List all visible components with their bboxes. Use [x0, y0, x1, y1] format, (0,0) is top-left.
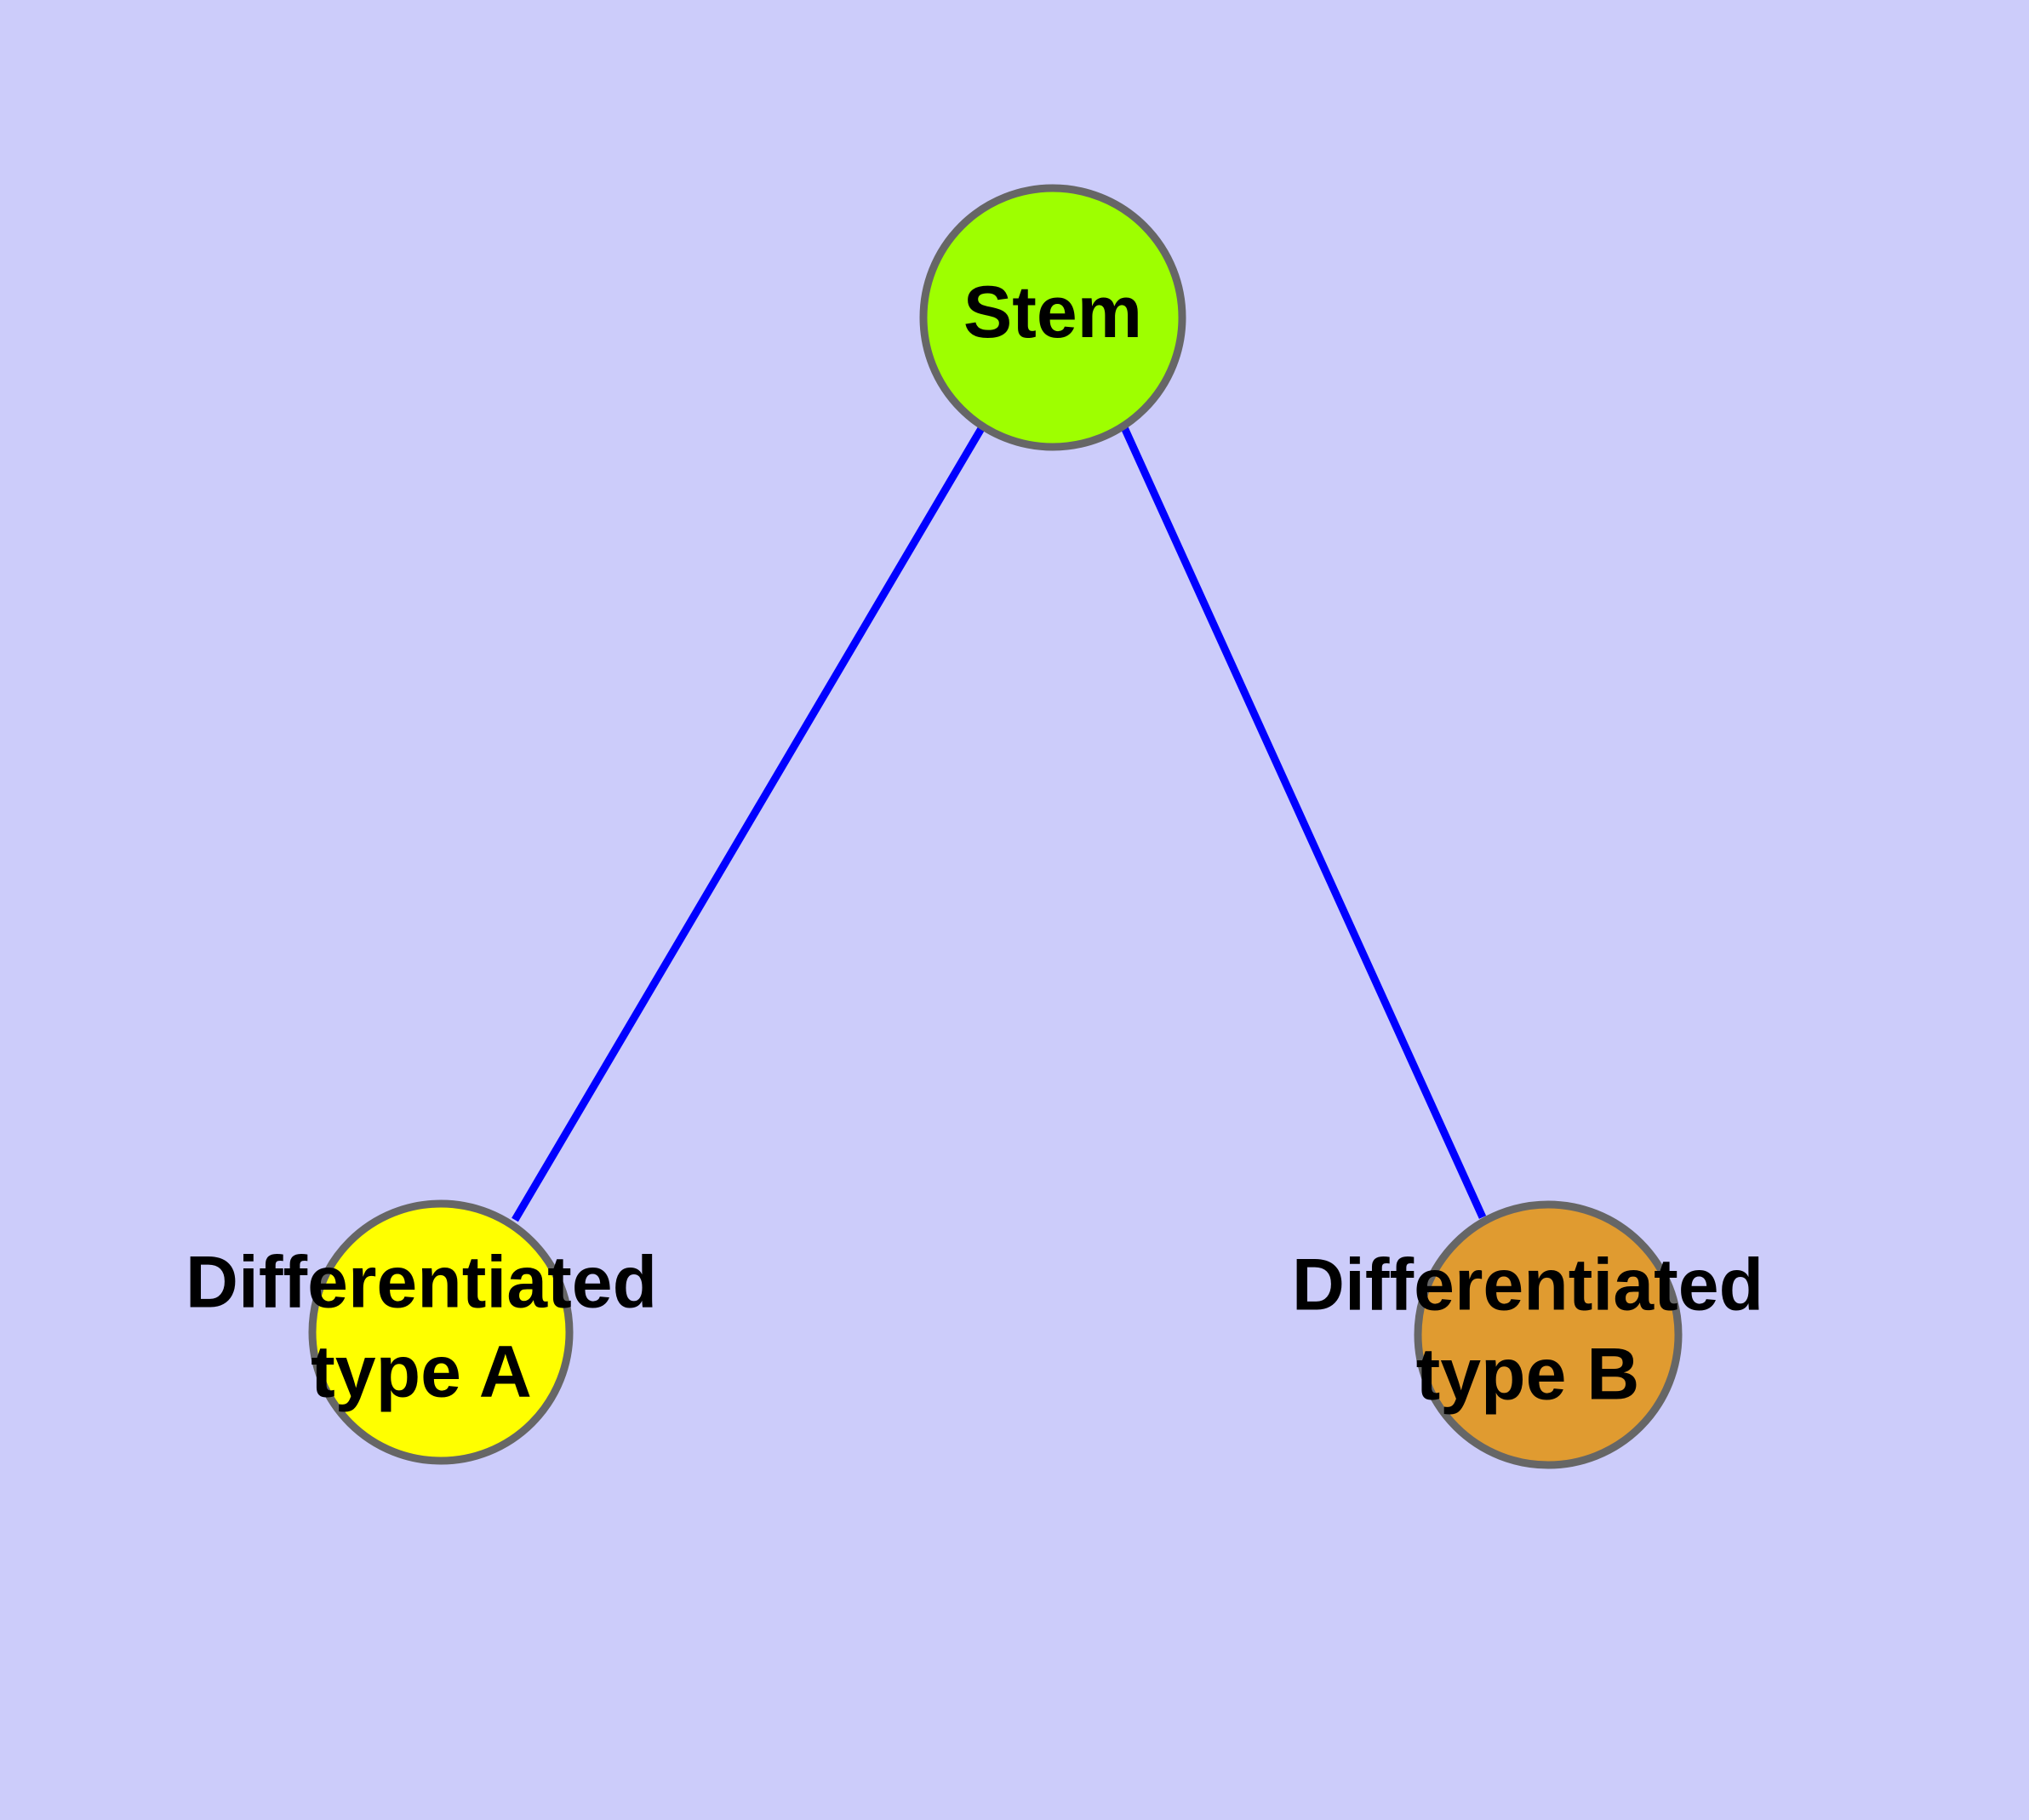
node-label-line: type A [311, 1331, 532, 1412]
node-group [308, 184, 1683, 1469]
node-label-line: Differentiated [186, 1241, 657, 1323]
edge-stem-to-differentiated-type-b[interactable] [1119, 424, 1487, 1219]
node-differentiated-type-a[interactable] [308, 1199, 574, 1465]
node-label-line: type B [1416, 1333, 1640, 1415]
node-label-stem: Stem [963, 272, 1142, 353]
edge-stem-to-differentiated-type-a[interactable] [512, 423, 986, 1222]
node-label-line: Differentiated [1292, 1244, 1763, 1325]
node-label-line: Stem [963, 272, 1142, 353]
node-stem[interactable] [919, 184, 1186, 451]
edge-group [512, 423, 1487, 1222]
node-differentiated-type-b[interactable] [1414, 1200, 1683, 1469]
